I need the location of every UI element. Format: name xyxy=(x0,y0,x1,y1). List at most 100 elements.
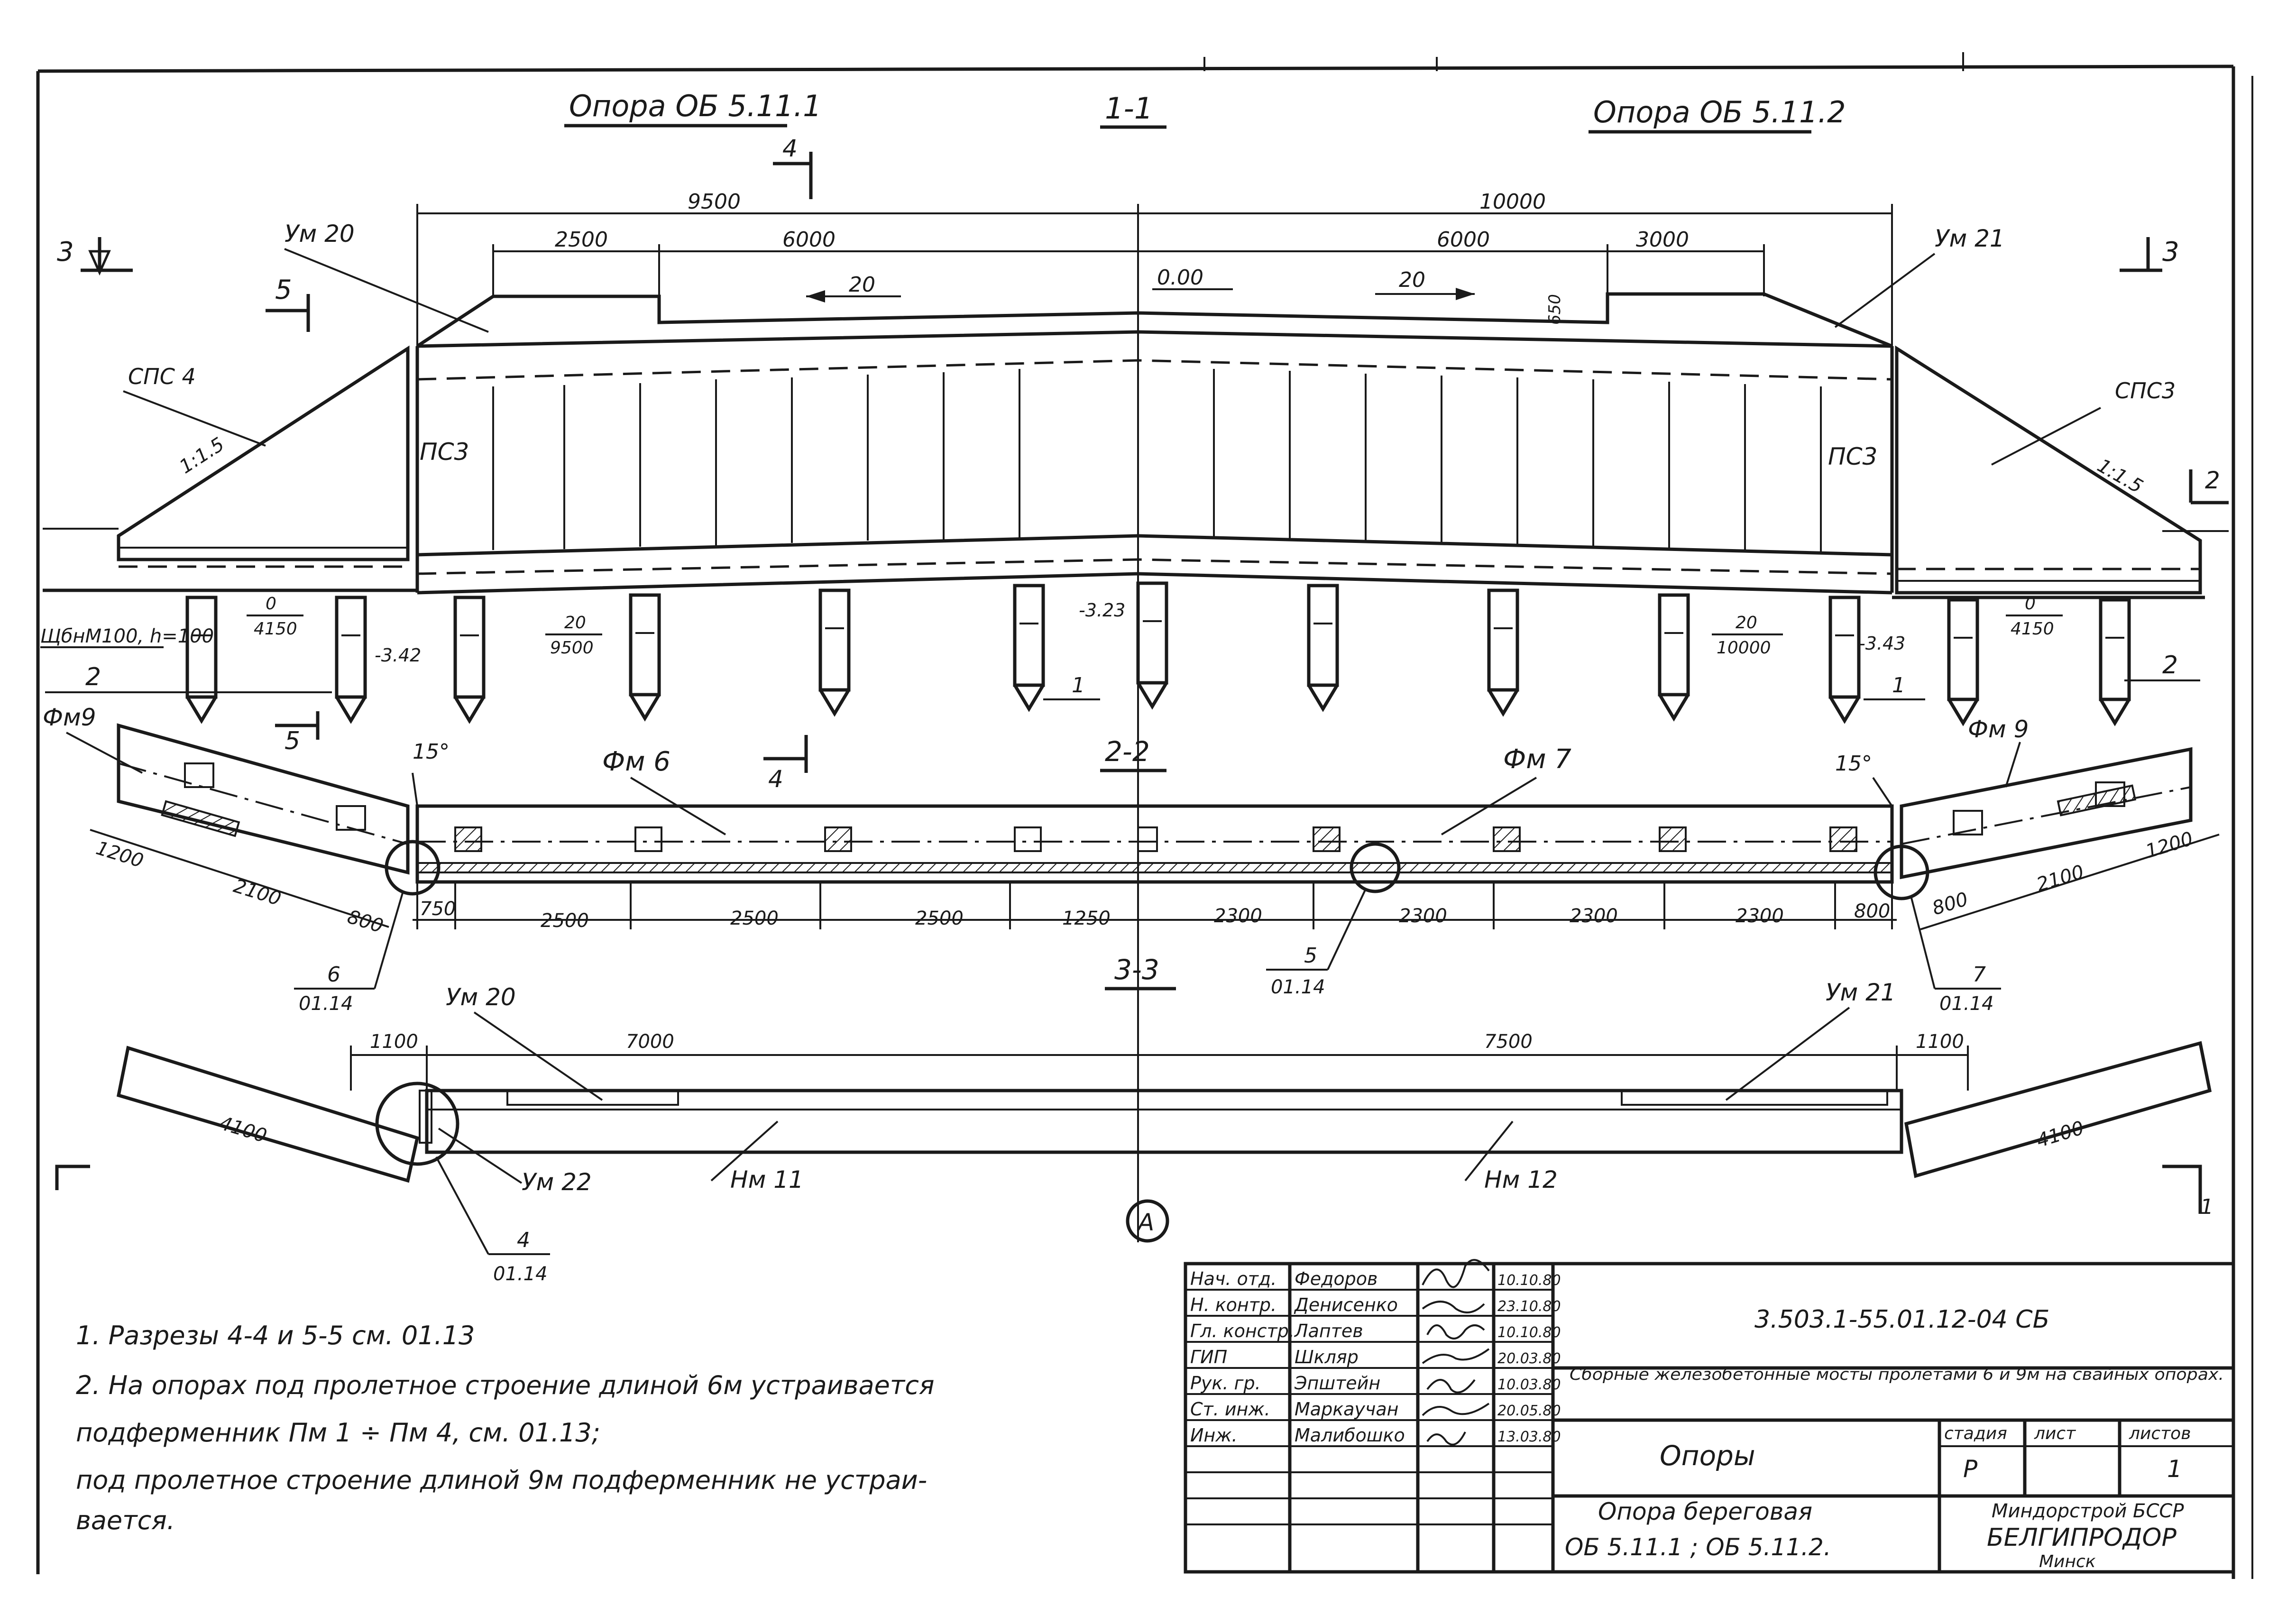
pile xyxy=(453,596,486,724)
bearing-pads xyxy=(454,826,1857,852)
cut-3-left: 3 xyxy=(57,237,74,267)
note-line-2: 2. На опорах под пролетное строение длин… xyxy=(76,1370,934,1400)
grad-r-den: 10000 xyxy=(1717,638,1771,658)
section-3-3-title: 3-3 xyxy=(1114,954,1159,986)
dim-wing-left-2: 800 xyxy=(345,906,386,937)
pile xyxy=(1947,598,1979,726)
role-5: Ст. инж. xyxy=(1190,1399,1270,1420)
pile xyxy=(818,588,851,717)
dim-bottom-6: 2300 xyxy=(1399,905,1447,927)
dim-4100-left: 4100 xyxy=(217,1112,269,1147)
node4-num: 4 xyxy=(517,1228,530,1252)
level-right: -3.43 xyxy=(1859,633,1905,654)
right-support-title: Опора ОБ 5.11.2 xyxy=(1593,95,1846,129)
fm9-left-label: Фм9 xyxy=(43,704,96,731)
axis-a-label: А xyxy=(1137,1209,1154,1236)
dim-bottom-4: 1250 xyxy=(1062,908,1111,929)
pile xyxy=(335,596,367,724)
stage-header: стадия xyxy=(1944,1424,2007,1443)
subject-line-1: Опора береговая xyxy=(1598,1498,1812,1525)
role-4: Рук. гр. xyxy=(1190,1373,1261,1394)
pile xyxy=(1487,588,1519,717)
angle-right: 15° xyxy=(1835,752,1872,776)
pile xyxy=(1307,584,1339,712)
um20-label: Ум 20 xyxy=(285,220,355,248)
base-note: ЩбнМ100, h=100 xyxy=(40,625,214,647)
note-line-3: подферменник Пм 1 ÷ Пм 4, см. 01.13; xyxy=(76,1418,600,1448)
pile-type-1-left: 1 xyxy=(1072,673,1085,697)
date-4: 10.03.80 xyxy=(1497,1376,1561,1393)
name-3: Шкляр xyxy=(1295,1347,1359,1367)
cut-5-low: 5 xyxy=(285,727,300,755)
level-left: -3.42 xyxy=(375,645,421,666)
name-1: Денисенко xyxy=(1294,1294,1398,1315)
sps4-label: СПС 4 xyxy=(128,364,196,389)
date-0: 10.10.80 xyxy=(1497,1272,1561,1289)
sheet-header: лист xyxy=(2034,1424,2076,1443)
dim-1100-left: 1100 xyxy=(370,1031,418,1053)
dim-right-total: 10000 xyxy=(1479,190,1546,214)
note-line-1: 1. Разрезы 4-4 и 5-5 см. 01.13 xyxy=(76,1321,475,1350)
sheet-frame xyxy=(36,52,2253,1579)
fm7-label: Фм 7 xyxy=(1503,744,1571,775)
role-2: Гл. констр. xyxy=(1190,1321,1295,1341)
pile-type-2-left: 2 xyxy=(85,663,101,691)
role-0: Нач. отд. xyxy=(1190,1268,1277,1289)
fm9-right-label: Фм 9 xyxy=(1968,716,2029,743)
cut-5-top: 5 xyxy=(275,275,292,305)
date-6: 13.03.80 xyxy=(1497,1429,1561,1445)
pile xyxy=(1013,584,1045,712)
date-2: 10.10.80 xyxy=(1497,1324,1561,1341)
zero-mark: 0.00 xyxy=(1157,266,1203,290)
node7-num: 7 xyxy=(1973,963,1986,987)
dim-wing-right-1: 2100 xyxy=(2034,861,2086,896)
name-4: Эпштейн xyxy=(1294,1373,1380,1394)
ps3-right-label: ПС3 xyxy=(1828,443,1877,470)
grad-right-den: 4150 xyxy=(2011,619,2054,639)
section-1-1: Опора ОБ 5.11.1 1-1 Опора ОБ 5.11.2 9500… xyxy=(40,89,2229,1242)
section-3-3: 3-3 1100 7000 7500 1100 4100 4100 Ум 20 … xyxy=(55,954,2213,1285)
dim-1100-right: 1100 xyxy=(1916,1031,1964,1053)
dim-left-a: 2500 xyxy=(555,228,608,252)
org-line-3: Минск xyxy=(2039,1552,2096,1571)
pile xyxy=(2099,598,2131,726)
title-block: Нач. отд. Н. контр. Гл. констр. ГИП Рук.… xyxy=(1184,1259,2235,1574)
cut-1-right: 1 xyxy=(2200,1195,2213,1219)
drawing-title: Опоры xyxy=(1660,1440,1755,1472)
um20-plan-label: Ум 20 xyxy=(446,983,516,1011)
level-mid: -3.23 xyxy=(1079,600,1125,621)
um21-label: Ум 21 xyxy=(1935,225,2005,252)
nm11-label: Нм 11 xyxy=(730,1166,804,1193)
section-2-2: 2-2 Фм9 Фм 9 xyxy=(43,704,2220,1015)
signatures xyxy=(1422,1259,1490,1446)
dim-right-b: 6000 xyxy=(1437,228,1490,252)
node5-den: 01.14 xyxy=(1271,976,1325,998)
left-support-title: Опора ОБ 5.11.1 xyxy=(569,89,822,123)
sps3-label: СПС3 xyxy=(2115,378,2176,404)
name-0: Федоров xyxy=(1295,1268,1378,1289)
ps3-left-label: ПС3 xyxy=(420,438,469,466)
name-2: Лаптев xyxy=(1294,1321,1363,1341)
name-5: Маркаучан xyxy=(1295,1399,1399,1420)
stage-value: Р xyxy=(1963,1455,1978,1483)
node5-num: 5 xyxy=(1304,944,1317,968)
dim-left-b: 6000 xyxy=(782,228,836,252)
cut-2-right: 2 xyxy=(2205,467,2220,494)
dim-right-a: 3000 xyxy=(1636,228,1689,252)
date-1: 23.10.80 xyxy=(1497,1298,1561,1315)
um21-plan-label: Ум 21 xyxy=(1826,979,1896,1006)
org-line-2: БЕЛГИПРОДОР xyxy=(1987,1523,2177,1552)
node7-den: 01.14 xyxy=(1939,993,1994,1015)
dim-left-total: 9500 xyxy=(688,190,741,214)
um22-label: Ум 22 xyxy=(522,1168,592,1196)
grad-r-num: 20 xyxy=(1736,613,1757,633)
note-line-4: под пролетное строение длиной 9м подферм… xyxy=(76,1465,927,1495)
cut-3-right: 3 xyxy=(2162,237,2179,267)
pile-type-2-right: 2 xyxy=(2162,651,2178,679)
section-1-1-title: 1-1 xyxy=(1105,91,1153,126)
piles-row: 0 4150 20 9500 20 10000 0 4150 -3.42 -3.… xyxy=(45,581,2200,755)
pile xyxy=(1658,593,1690,722)
fm6-label: Фм 6 xyxy=(602,746,670,777)
notes-block: 1. Разрезы 4-4 и 5-5 см. 01.13 2. На опо… xyxy=(76,1321,934,1535)
